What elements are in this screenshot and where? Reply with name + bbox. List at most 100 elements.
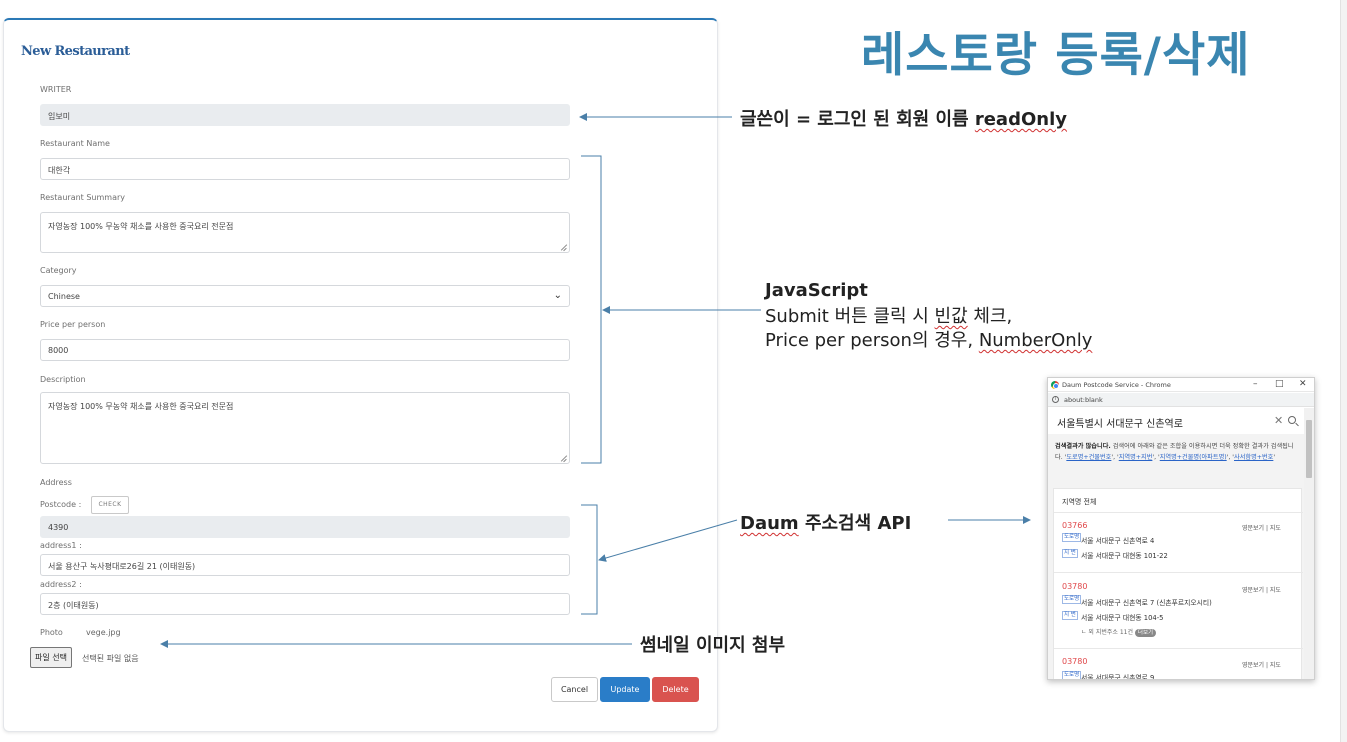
info-icon: i — [1052, 396, 1059, 403]
restaurant-summary-textarea[interactable]: 자영농장 100% 무농약 채소를 사용한 중국요리 전문점 — [40, 212, 570, 253]
popup-url: about:blank — [1064, 396, 1103, 404]
check-postcode-button[interactable]: CHECK — [91, 496, 129, 514]
form-title: New Restaurant — [21, 44, 130, 59]
daum-note-b: 주소검색 API — [798, 513, 912, 534]
jibun-tag: 지 번 — [1062, 611, 1078, 620]
restaurant-name-value: 대한각 — [48, 166, 71, 175]
postcode-search-value: 서울특별시 서대문구 신촌역로 — [1057, 419, 1183, 430]
more-jibun-text: ㄴ 외 지번주소 11건 — [1081, 629, 1133, 636]
price-input[interactable]: 8000 — [40, 339, 570, 361]
restaurant-name-input[interactable]: 대한각 — [40, 158, 570, 180]
result-road-address[interactable]: 서울 서대문구 신촌역로 9 — [1081, 674, 1155, 680]
restaurant-name-label: Restaurant Name — [40, 139, 110, 148]
popup-urlbar: i about:blank — [1048, 393, 1314, 407]
js-line2-a: Price per person의 경우, — [765, 330, 979, 351]
close-icon[interactable]: ✕ — [1299, 379, 1307, 389]
popup-titlebar: Daum Postcode Service - Chrome – □ ✕ — [1048, 378, 1314, 392]
search-icon[interactable] — [1288, 416, 1296, 424]
address-arrow — [598, 519, 738, 562]
result-zip[interactable]: 03766 — [1062, 521, 1088, 530]
update-button[interactable]: Update — [600, 677, 650, 702]
divider — [1054, 512, 1303, 513]
notice-link-road[interactable]: 도로명+건물번호 — [1066, 454, 1112, 461]
writer-note-text: 글쓴이 = 로그인 된 회원 이름 — [740, 109, 975, 130]
maximize-icon[interactable]: □ — [1275, 379, 1284, 389]
photo-annotation: 썸네일 이미지 첨부 — [640, 635, 786, 656]
result-links[interactable]: 영문보기 | 지도 — [1242, 662, 1281, 669]
delete-button[interactable]: Delete — [652, 677, 699, 702]
restaurant-summary-value: 자영농장 100% 무농약 채소를 사용한 중국요리 전문점 — [48, 222, 234, 231]
file-select-button[interactable]: 파일 선택 — [30, 647, 72, 668]
postcode-field: 4390 — [40, 516, 570, 538]
restaurant-summary-label: Restaurant Summary — [40, 193, 125, 202]
writer-label: WRITER — [40, 85, 72, 94]
search-notice: 검색결과가 많습니다. 검색어에 아래와 같은 조합을 이용하시면 더욱 정확한… — [1055, 443, 1294, 461]
chevron-down-icon: ⌄ — [553, 290, 562, 301]
notice-link-jibun[interactable]: 지역명+지번 — [1118, 454, 1153, 461]
popup-scroll-thumb[interactable] — [1306, 420, 1312, 478]
popup-scrollbar[interactable] — [1304, 408, 1314, 679]
address2-input[interactable]: 2층 (이태원동) — [40, 593, 570, 615]
result-road-address[interactable]: 서울 서대문구 신촌역로 7 (신촌푸르지오시티) — [1081, 599, 1212, 607]
region-filter[interactable]: 지역명 전체 — [1062, 498, 1097, 506]
postcode-value: 4390 — [48, 523, 69, 532]
js-bracket — [581, 155, 602, 464]
category-select[interactable]: Chinese ⌄ — [40, 285, 570, 307]
result-jibun-address[interactable]: 서울 서대문구 대현동 104-5 — [1081, 614, 1164, 622]
road-tag: 도로명 — [1062, 533, 1082, 542]
divider — [1054, 572, 1303, 573]
address1-value: 서울 용산구 녹사평대로26길 21 (이태원동) — [48, 562, 196, 571]
writer-annotation: 글쓴이 = 로그인 된 회원 이름 readOnly — [740, 105, 1067, 131]
category-label: Category — [40, 266, 77, 275]
page-scrollbar[interactable] — [1340, 0, 1347, 742]
js-line1-b: 빈값 — [934, 306, 968, 327]
js-annotation-title: JavaScript — [765, 280, 868, 301]
address2-label: address2 : — [40, 580, 82, 589]
description-textarea[interactable]: 자영농장 100% 무농약 채소를 사용한 중국요리 전문점 — [40, 392, 570, 464]
postcode-search-input[interactable]: 서울특별시 서대문구 신촌역로 ✕ — [1048, 408, 1306, 434]
road-tag: 도로명 — [1062, 595, 1082, 604]
cancel-button[interactable]: Cancel — [551, 677, 598, 702]
result-jibun-address[interactable]: 서울 서대문구 대현동 101-22 — [1081, 552, 1168, 560]
category-value: Chinese — [48, 292, 80, 301]
postcode-popup-window: Daum Postcode Service - Chrome – □ ✕ i a… — [1047, 377, 1315, 680]
daum-note-a: Daum — [740, 513, 799, 534]
result-zip[interactable]: 03780 — [1062, 582, 1088, 591]
address1-input[interactable]: 서울 용산구 녹사평대로26길 21 (이태원동) — [40, 554, 570, 576]
price-value: 8000 — [48, 346, 69, 355]
js-line1-c: 체크, — [967, 306, 1013, 327]
result-road-address[interactable]: 서울 서대문구 신촌역로 4 — [1081, 537, 1155, 545]
address2-value: 2층 (이태원동) — [48, 601, 99, 610]
road-tag: 도로명 — [1062, 671, 1082, 679]
new-restaurant-form: New Restaurant WRITER 임보미 Restaurant Nam… — [3, 18, 718, 732]
description-value: 자영농장 100% 무농약 채소를 사용한 중국요리 전문점 — [48, 402, 234, 411]
notice-bold: 검색결과가 많습니다. — [1055, 443, 1111, 450]
notice-link-pobox[interactable]: 사서함명+번호 — [1234, 454, 1274, 461]
more-jibun[interactable]: ㄴ 외 지번주소 11건 더보기 — [1081, 627, 1157, 637]
address1-label: address1 : — [40, 541, 82, 550]
chrome-icon — [1051, 381, 1059, 389]
search-result-list: 지역명 전체 03766 영문보기 | 지도 도로명 서울 서대문구 신촌역로 … — [1053, 488, 1303, 680]
minimize-icon[interactable]: – — [1253, 379, 1258, 389]
writer-note-term: readOnly — [974, 109, 1067, 130]
price-label: Price per person — [40, 320, 106, 329]
result-links[interactable]: 영문보기 | 지도 — [1242, 587, 1281, 594]
notice-link-building[interactable]: 지역명+건물명(아파트명) — [1159, 454, 1227, 461]
postcode-label: Postcode : — [40, 500, 82, 509]
js-line2-b: NumberOnly — [978, 330, 1093, 351]
daum-annotation: Daum 주소검색 API — [740, 509, 911, 535]
js-annotation-line1: Submit 버튼 클릭 시 빈값 체크, — [765, 302, 1012, 328]
slide-title: 레스토랑 등록/삭제 — [861, 28, 1251, 83]
js-annotation-line2: Price per person의 경우, NumberOnly — [765, 326, 1092, 352]
address-label: Address — [40, 478, 72, 487]
writer-value: 임보미 — [48, 112, 71, 121]
result-links[interactable]: 영문보기 | 지도 — [1242, 525, 1281, 532]
file-status-text: 선택된 파일 없음 — [82, 654, 139, 663]
clear-icon[interactable]: ✕ — [1274, 414, 1284, 427]
photo-label: Photo — [40, 628, 63, 637]
photo-filename: vege.jpg — [86, 628, 121, 637]
more-button[interactable]: 더보기 — [1134, 629, 1157, 637]
result-zip[interactable]: 03780 — [1062, 657, 1088, 666]
